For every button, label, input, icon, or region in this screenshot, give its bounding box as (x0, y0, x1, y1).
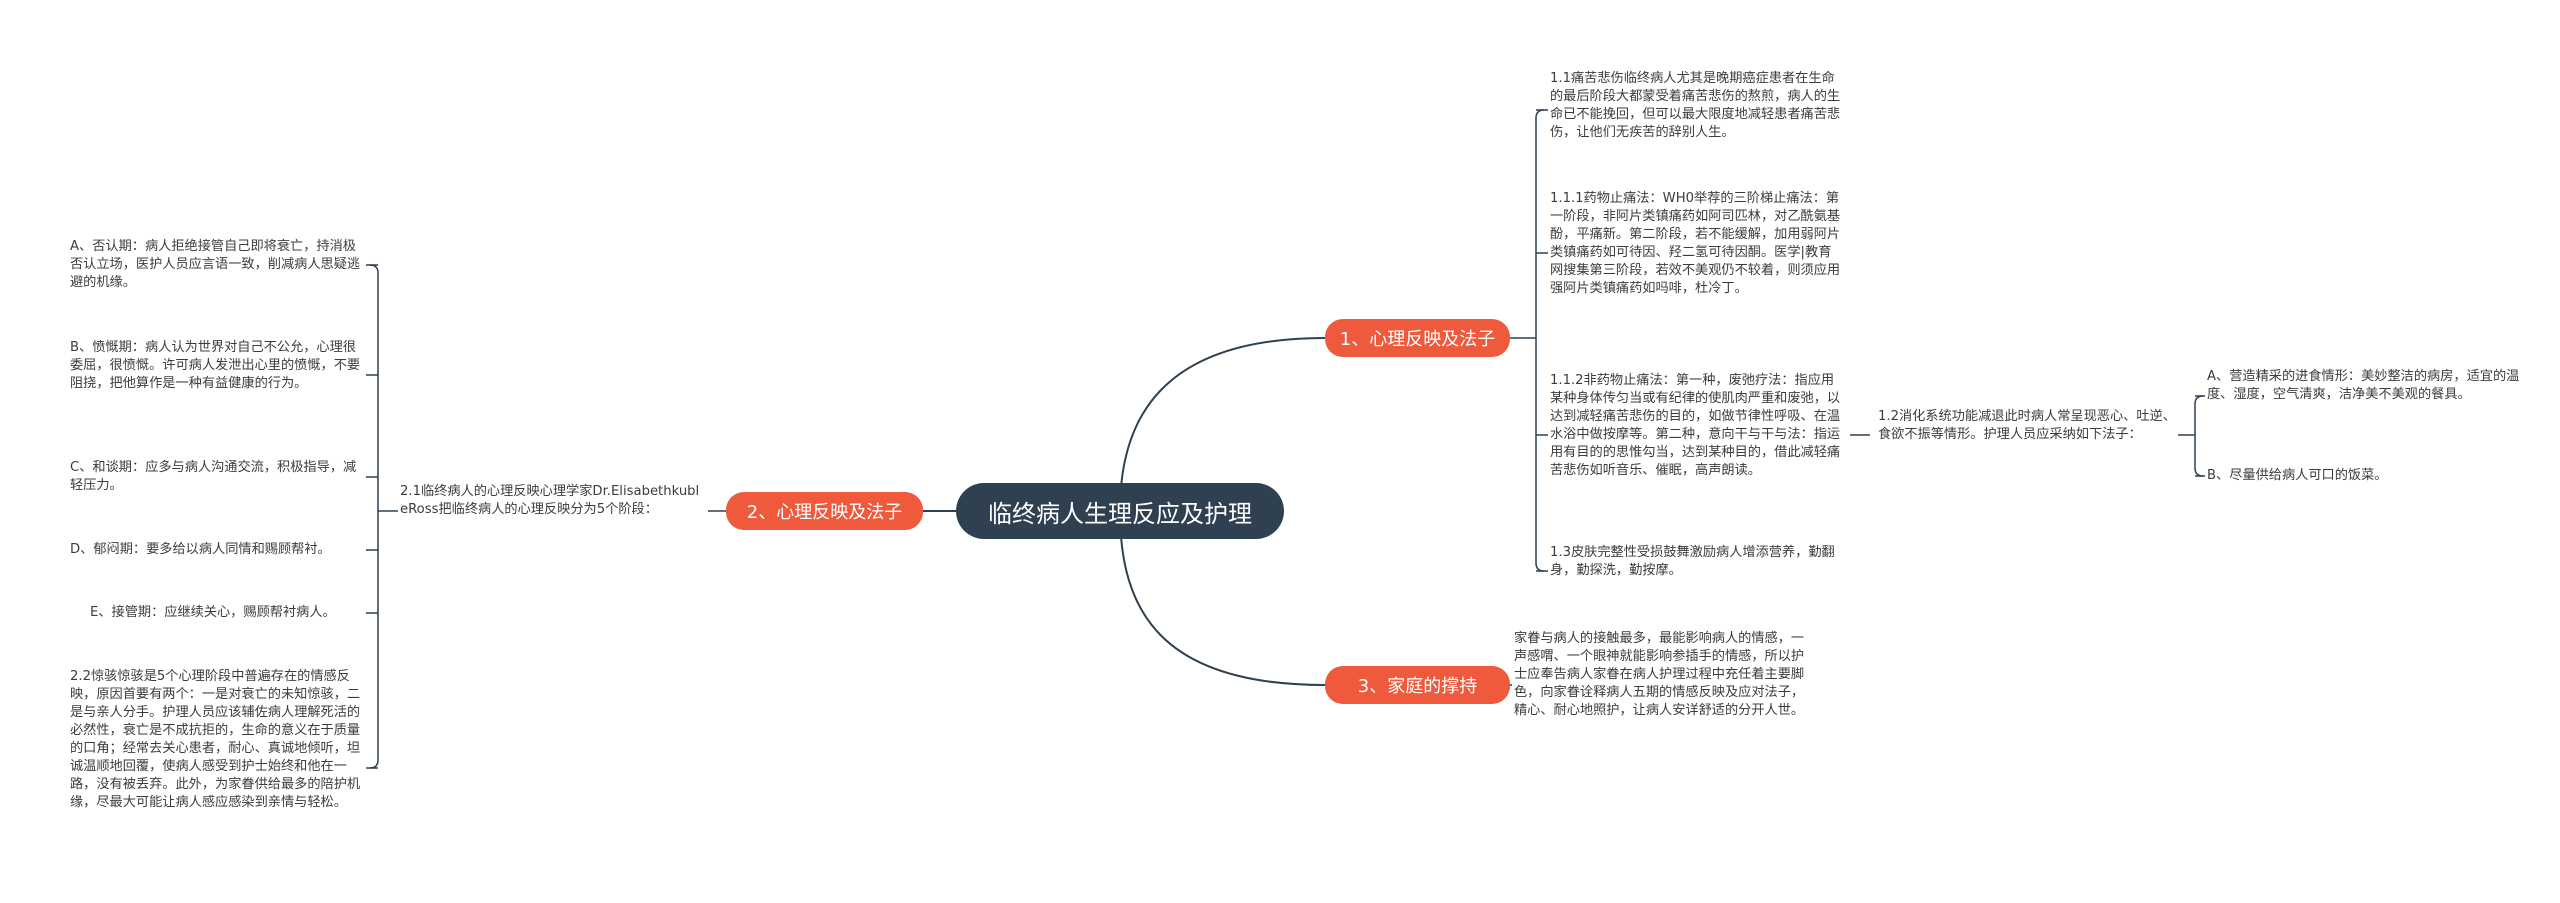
leaf-dining-environment: A、营造精采的进食情形：美妙整洁的病房，适宜的温度、湿度，空气清爽，洁净美不美观… (2207, 369, 2520, 402)
leaf-fear-emotion: 2.2惊骇惊骇是5个心理阶段中普遍存在的情感反映，原因首要有两个：一是对衰亡的未… (70, 669, 361, 810)
leaf-five-stages: 2.1临终病人的心理反映心理学家Dr.ElisabethkubleRoss把临终… (400, 484, 700, 517)
branch-psychological-measures-1[interactable]: 1、心理反映及法子 (1325, 319, 1510, 357)
branch-psychological-measures-2[interactable]: 2、心理反映及法子 (726, 492, 923, 530)
leaf-family-role: 家眷与病人的接触最多，最能影响病人的情感，一声感喟、一个眼神就能影响参插手的情感… (1514, 631, 1805, 718)
link-central-b3 (1119, 510, 1326, 686)
branch-family-support[interactable]: 3、家庭的撑持 (1325, 666, 1510, 704)
bracket-left (369, 264, 379, 769)
bracket-r4 (2194, 395, 2204, 477)
leaf-acceptance-stage: E、接管期：应继续关心，赐顾帮衬病人。 (90, 605, 336, 620)
central-topic[interactable]: 临终病人生理反应及护理 (956, 483, 1284, 539)
link-central-b1 (1119, 337, 1326, 512)
leaf-bargaining-stage: C、和谈期：应多与病人沟通交流，积极指导，减轻压力。 (70, 460, 357, 493)
leaf-tasty-food: B、尽量供给病人可口的饭菜。 (2207, 468, 2388, 483)
leaf-pain-relief: 1.1痛苦悲伤临终病人尤其是晚期癌症患者在生命的最后阶段大都蒙受着痛苦悲伤的熬煎… (1550, 71, 1841, 140)
leaf-non-drug-analgesia: 1.1.2非药物止痛法：第一种，废弛疗法：指应用某种身体传匀当或有纪律的使肌肉严… (1550, 373, 1841, 478)
leaf-drug-analgesia: 1.1.1药物止痛法：WH0举荐的三阶梯止痛法：第一阶段，非阿片类镇痛药如阿司匹… (1550, 191, 1841, 296)
leaf-depression-stage: D、郁闷期：要多给以病人同情和赐顾帮衬。 (70, 542, 331, 557)
leaf-denial-stage: A、否认期：病人拒绝接管自己即将衰亡，持消极否认立场，医护人员应言语一致，削减病… (70, 239, 361, 290)
bracket-b1 (1535, 109, 1545, 572)
leaf-skin-integrity: 1.3皮肤完整性受损鼓舞激励病人增添营养，勤翻身，勤探洗，勤按摩。 (1550, 545, 1835, 578)
leaf-anger-stage: B、愤慨期：病人认为世界对自己不公允，心理很委屈，很愤慨。许可病人发泄出心里的愤… (70, 340, 361, 391)
leaf-digestive-decline: 1.2消化系统功能减退此时病人常呈现恶心、吐逆、食欲不振等情形。护理人员应采纳如… (1878, 409, 2176, 442)
